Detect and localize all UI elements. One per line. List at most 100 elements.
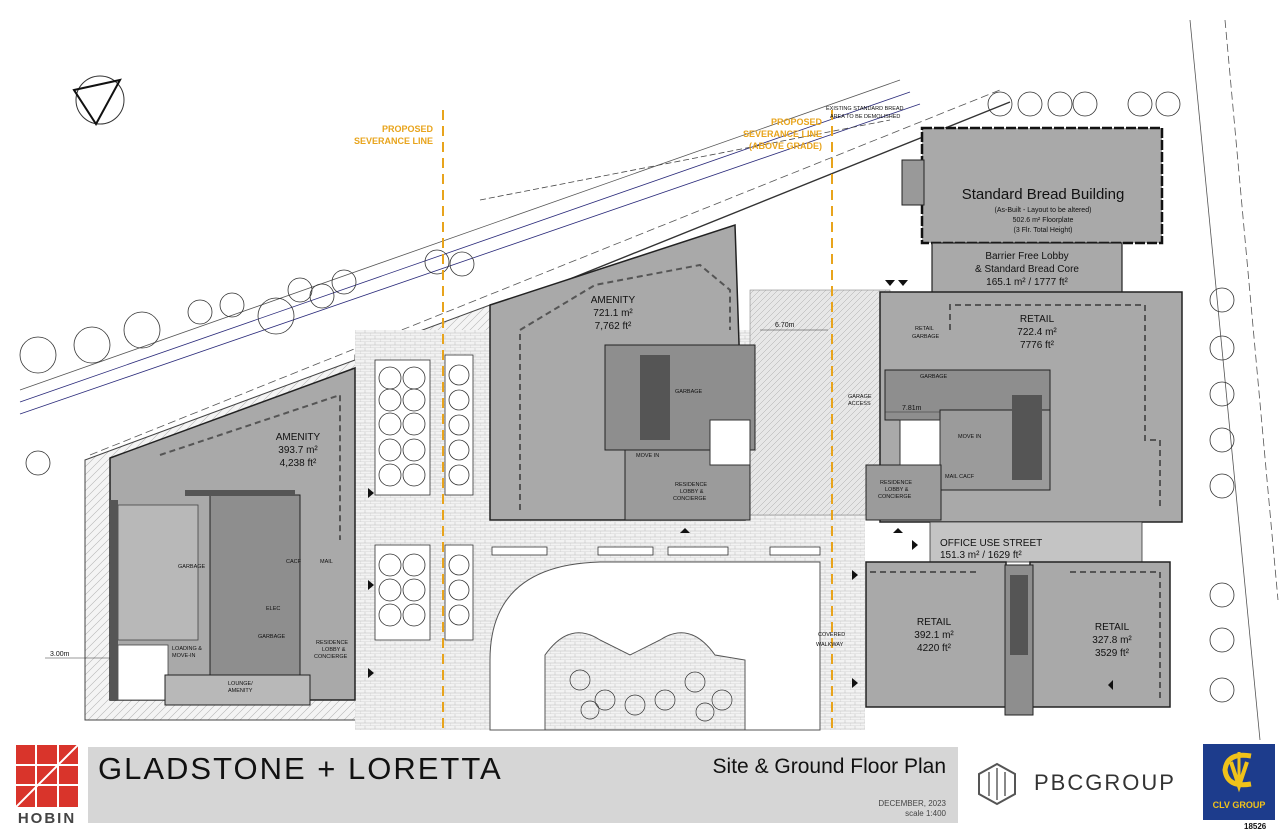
severance-left-label-2: SEVERANCE LINE: [354, 136, 433, 146]
dim-2: 7.81m: [902, 405, 922, 412]
planter-south: [544, 632, 746, 731]
severance-left-label-1: PROPOSED: [382, 124, 434, 134]
right-garage-door: [899, 419, 941, 466]
right-residence: [865, 464, 942, 521]
left-service: [117, 504, 199, 641]
move-in-right: MOVE IN: [958, 434, 981, 440]
garage-access-2: ACCESS: [848, 401, 871, 407]
loading-2: MOVE-IN: [172, 653, 196, 659]
retail-bl-ft2: 4220 ft²: [917, 643, 952, 654]
retail-bl-m2: 392.1 m²: [914, 630, 954, 641]
retail-garbage-2: GARBAGE: [912, 334, 940, 340]
sheet-scale: scale 1:400: [905, 809, 946, 818]
residence-right-1: RESIDENCE: [880, 480, 912, 486]
mail-left: MAIL: [320, 559, 333, 565]
garbage-left: GARBAGE: [178, 564, 206, 570]
severance-right-label-1: PROPOSED: [771, 117, 823, 127]
site-plan: PROPOSED SEVERANCE LINE PROPOSED SEVERAN…: [19, 19, 1279, 741]
retail-garbage-1: RETAIL: [915, 326, 934, 332]
residence-right-2: LOBBY &: [885, 487, 909, 493]
clv-logo-icon: [1222, 752, 1252, 793]
severance-right-label-2: SEVERANCE LINE: [743, 129, 822, 139]
barrier-line1: Barrier Free Lobby: [985, 251, 1068, 262]
elec-left: ELEC: [266, 606, 280, 612]
amenity-left-title: AMENITY: [276, 432, 321, 443]
amenity-mid-m2: 721.1 m²: [593, 308, 633, 319]
benches: [491, 546, 821, 556]
retail-bl-title: RETAIL: [917, 617, 952, 628]
sheet-date: DECEMBER, 2023: [878, 799, 946, 808]
retail-top-ft2: 7776 ft²: [1020, 340, 1055, 351]
bread-line2: 502.6 m² Floorplate: [1013, 217, 1074, 224]
barrier-free-lobby: [931, 242, 1123, 294]
dim-1: 6.70m: [775, 322, 795, 329]
residence-left-2: LOBBY &: [322, 647, 346, 653]
project-box: GLADSTONE + LORETTA Site & Ground Floor …: [88, 747, 958, 823]
project-number: 18526: [1244, 822, 1267, 831]
left-core: [209, 494, 301, 676]
bread-line1: (As-Built - Layout to be altered): [995, 207, 1092, 214]
amenity-mid-title: AMENITY: [591, 295, 636, 306]
pbc-logo-icon: [978, 762, 1016, 806]
partner-pbc: PBCGROUP: [1034, 770, 1176, 795]
lounge-2: AMENITY: [228, 688, 253, 694]
residence-left-3: CONCIERGE: [314, 654, 348, 660]
right-retail-outline: [949, 304, 1161, 510]
barrier-line2: & Standard Bread Core: [975, 264, 1079, 275]
office-use-street: [929, 521, 1143, 563]
loading-1: LOADING &: [172, 646, 202, 652]
retail-bottom-right: [1029, 561, 1171, 708]
office-area: 151.3 m² / 1629 ft²: [940, 550, 1022, 561]
residence-mid-3: CONCIERGE: [673, 496, 707, 502]
retail-br-ft2: 3529 ft²: [1095, 648, 1130, 659]
retail-br-title: RETAIL: [1095, 622, 1130, 633]
bread-line3: (3 Flr. Total Height): [1013, 227, 1072, 234]
garage-access-1: GARAGE: [848, 394, 872, 400]
north-arrow-icon: [72, 75, 125, 126]
sheet-title: Site & Ground Floor Plan: [712, 755, 946, 778]
lounge-1: LOUNGE/: [228, 681, 253, 687]
left-amenity-outline: [159, 393, 341, 540]
dim-3: 3.00m: [50, 651, 70, 658]
barrier-line3: 165.1 m² / 1777 ft²: [986, 277, 1068, 288]
retail-top-title: RETAIL: [1020, 314, 1055, 325]
severance-right-label-3: (ABOVE GRADE): [749, 141, 822, 151]
mid-amenity-outline: [519, 263, 731, 510]
residence-mid-1: RESIDENCE: [675, 482, 707, 488]
planter-trees: [569, 669, 733, 722]
residence-mid-2: LOBBY &: [680, 489, 704, 495]
garbage-right: GARBAGE: [920, 374, 948, 380]
mid-garage-door: [709, 419, 751, 466]
move-in-mid: MOVE IN: [636, 453, 659, 459]
bread-title: Standard Bread Building: [962, 186, 1125, 203]
amenity-left-m2: 393.7 m²: [278, 445, 318, 456]
existing-note-1: EXISTING STANDARD BREAD: [826, 106, 904, 112]
project-name: GLADSTONE + LORETTA: [98, 751, 503, 786]
planter-columns: [374, 354, 474, 641]
retail-bottom-left: [865, 561, 1007, 708]
hobin-logo-icon: [16, 745, 78, 807]
firm-name: HOBIN: [17, 810, 77, 827]
garbage-mid: GARBAGE: [675, 389, 703, 395]
hobin-brand: HOBIN: [16, 745, 78, 835]
residence-left-1: RESIDENCE: [316, 640, 348, 646]
lounge-room: [164, 674, 311, 706]
structure-walls: [110, 355, 1042, 700]
entry-markers: [368, 280, 1113, 690]
residence-right-3: CONCIERGE: [878, 494, 912, 500]
clv-brand: CLV GROUP: [1203, 744, 1275, 820]
covered-2: WALKWAY: [816, 642, 844, 648]
amenity-mid-ft2: 7,762 ft²: [595, 321, 632, 332]
retail-top-m2: 722.4 m²: [1017, 327, 1057, 338]
retail-bottom-outline: [870, 571, 1161, 700]
existing-note-2: AREA TO BE DEMOLISHED: [830, 114, 900, 120]
office-title: OFFICE USE STREET: [940, 538, 1042, 549]
retail-br-m2: 327.8 m²: [1092, 635, 1132, 646]
street-trees: [19, 91, 1235, 703]
loading-bay: [117, 644, 169, 701]
garbage-left-2: GARBAGE: [258, 634, 286, 640]
covered-1: COVERED: [818, 632, 845, 638]
mail-cacf-right: MAIL CACF: [945, 474, 975, 480]
cacf-left: CACF: [286, 559, 302, 565]
amenity-left-ft2: 4,238 ft²: [280, 458, 317, 469]
